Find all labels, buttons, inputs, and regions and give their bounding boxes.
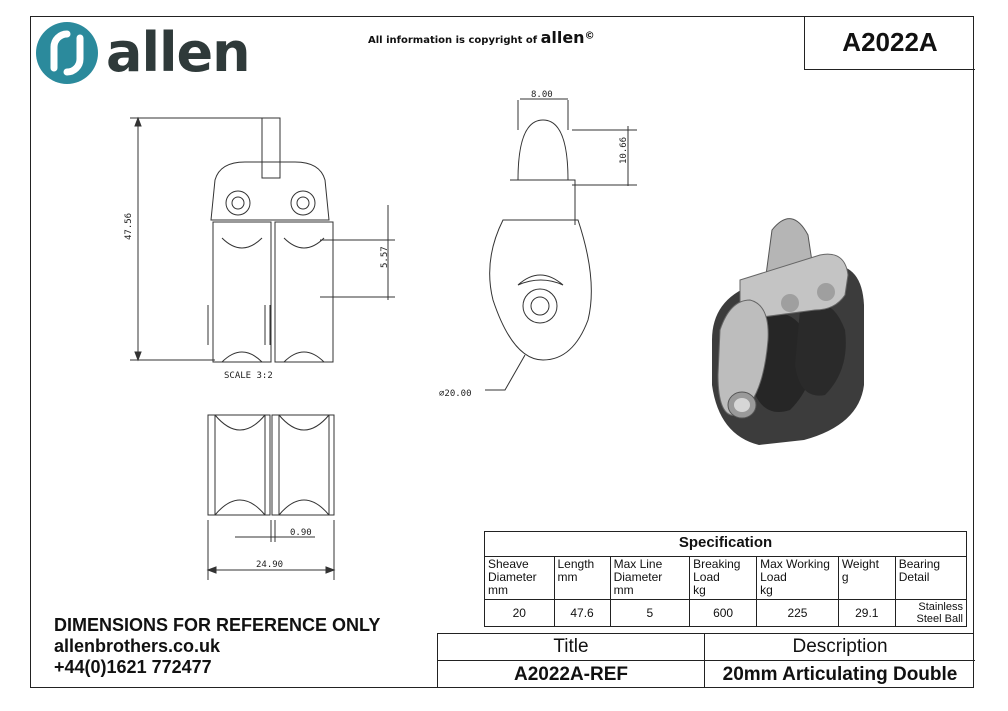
spec-header-line: Diameter: [613, 570, 663, 584]
spec-value-cell: 20: [484, 599, 555, 627]
website: allenbrothers.co.uk: [54, 636, 221, 656]
part-number: A2022A: [842, 27, 938, 57]
description-value: 20mm Articulating Double: [722, 663, 958, 685]
dim-diameter-text: ⌀20.00: [439, 389, 472, 399]
disclaimer: DIMENSIONS FOR REFERENCE ONLY: [54, 615, 381, 635]
spec-header-line: Bearing: [898, 557, 941, 571]
spec-header-line: Load: [760, 570, 787, 584]
spec-header-line: Detail: [898, 570, 930, 584]
spec-value-cell: 29.1: [837, 599, 896, 627]
dim-top-width-text: 8.00: [531, 90, 553, 100]
spec-value-cell: 225: [756, 599, 839, 627]
brand-name: allen: [106, 21, 251, 84]
dim-width-text: 24.90: [256, 560, 283, 570]
spec-value-cell: 47.6: [553, 599, 611, 627]
spec-value-cell: 5: [609, 599, 691, 627]
spec-value-cell: 600: [689, 599, 758, 627]
spec-header-line: Diameter: [488, 570, 537, 584]
front-view: [207, 117, 334, 363]
phone: +44(0)1621 772477: [54, 657, 212, 677]
spec-header-line: Breaking: [693, 557, 741, 571]
part-number-box: A2022A: [804, 16, 975, 70]
spec-header-line: kg: [693, 583, 706, 597]
spec-header-line: mm: [557, 570, 578, 584]
bottom-view: [206, 414, 336, 580]
specification-caption: Specification: [484, 531, 967, 557]
side-view: [485, 98, 637, 391]
title-block: Title Description A2022A-REF 20mm Articu…: [437, 633, 975, 688]
spec-header-line: Sheave: [488, 557, 529, 571]
dim-length-text: 47.56: [124, 213, 134, 240]
reference-notes: DIMENSIONS FOR REFERENCE ONLY allenbroth…: [54, 615, 380, 678]
spec-header-line: Length: [557, 557, 595, 571]
drawing-frame: [30, 16, 974, 688]
dim-gap-text: 0.90: [290, 528, 312, 538]
copyright-text: All information is copyright of: [368, 35, 538, 46]
spec-value-line: Stainless: [918, 601, 963, 613]
spec-header-line: Load: [693, 570, 720, 584]
dimension-length: [130, 116, 265, 362]
spec-header-line: kg: [760, 583, 773, 597]
title-value: A2022A-REF: [438, 661, 705, 688]
spec-header-line: Weight: [841, 557, 879, 571]
dim-sheave-offset-text: 5.57: [380, 246, 390, 268]
scale-label: SCALE 3:2: [224, 371, 273, 381]
copyright-brand: allen: [540, 28, 585, 47]
spec-header-line: mm: [613, 583, 634, 597]
spec-value-line: Steel Ball: [916, 613, 963, 625]
copyright-notice: All information is copyright of allen©: [368, 28, 595, 47]
allen-logo: allen: [34, 20, 251, 86]
dimension-sheave-offset: [320, 205, 395, 300]
spec-header-line: mm: [488, 583, 508, 597]
block-render: [712, 218, 864, 445]
allen-logo-icon: [36, 22, 98, 84]
spec-header-line: g: [841, 570, 849, 584]
title-header: Title: [438, 634, 705, 661]
spec-header-line: Max Line: [613, 557, 663, 571]
description-header: Description: [705, 634, 975, 661]
dim-top-height-text: 10.66: [619, 137, 629, 164]
copyright-symbol: ©: [584, 30, 595, 42]
spec-header-line: Max Working: [760, 557, 830, 571]
